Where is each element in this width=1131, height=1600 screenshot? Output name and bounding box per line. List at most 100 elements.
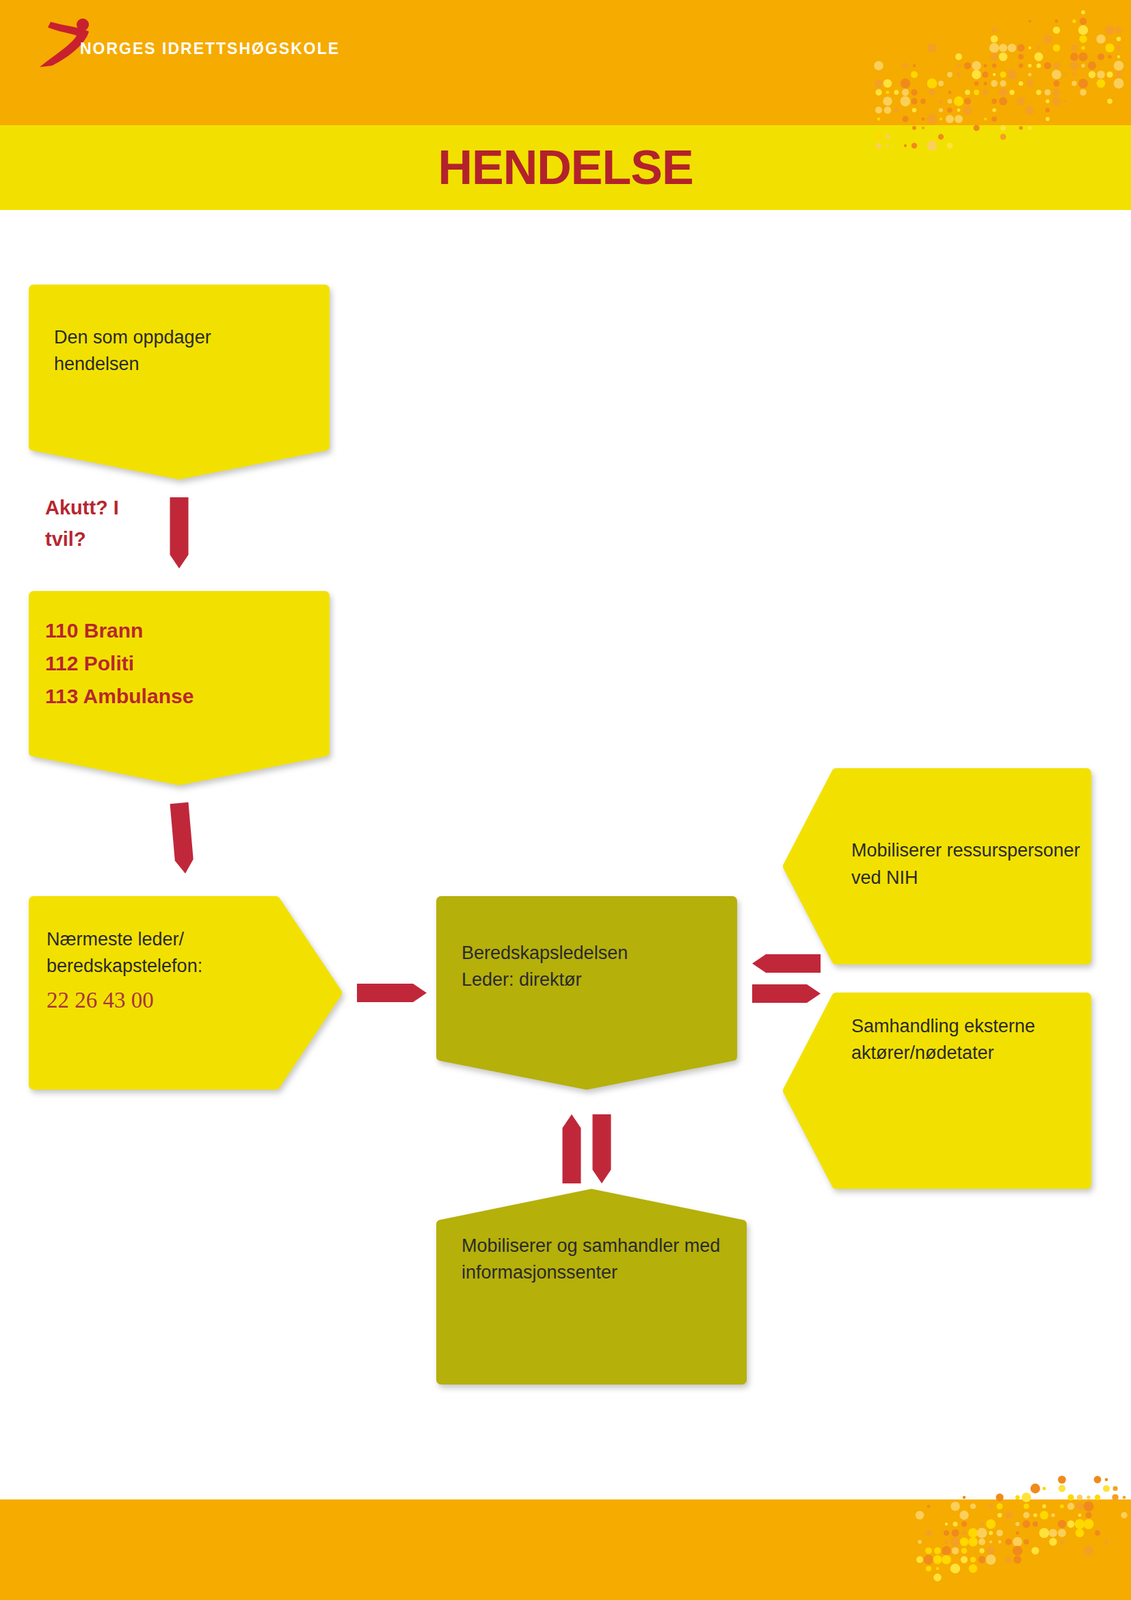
dot: [996, 1528, 1004, 1536]
dot: [1031, 1546, 1039, 1554]
dot: [1033, 1512, 1038, 1517]
dot: [990, 52, 998, 61]
dot: [1023, 1538, 1030, 1545]
dot: [1009, 89, 1015, 95]
dot: [885, 134, 890, 139]
dot: [948, 90, 952, 95]
box-shape: [441, 900, 733, 1085]
dot: [990, 35, 999, 44]
dot: [1027, 125, 1032, 130]
dot: [894, 108, 900, 113]
dot: [991, 116, 997, 122]
dot: [1063, 72, 1067, 76]
dot: [925, 1528, 932, 1536]
dot: [1078, 1513, 1082, 1517]
process-box: BeredskapsledelsenLeder: direktør: [436, 895, 738, 1090]
dot: [1113, 60, 1125, 72]
dot: [1081, 45, 1086, 50]
dot: [968, 1536, 978, 1547]
dot: [886, 144, 890, 148]
box-content: BeredskapsledelsenLeder: direktør: [436, 895, 738, 993]
dot: [927, 140, 938, 152]
dot: [936, 1566, 940, 1570]
dot: [954, 114, 963, 124]
dot: [875, 106, 883, 114]
dot: [1005, 1537, 1012, 1545]
dot: [1081, 10, 1086, 15]
dot: [1057, 1474, 1067, 1484]
dot: [1053, 80, 1060, 87]
dot: [938, 108, 943, 113]
dot: [998, 1539, 1002, 1544]
dot: [910, 71, 918, 78]
dot: [1115, 71, 1122, 78]
dot: [910, 97, 917, 104]
dot: [1111, 1493, 1119, 1501]
dot: [1048, 1537, 1057, 1545]
dot: [1044, 88, 1051, 96]
dot: [943, 1529, 950, 1536]
dot: [973, 124, 980, 131]
dot: [1105, 1477, 1109, 1482]
dot: [1007, 69, 1018, 81]
dot: [1083, 1545, 1095, 1556]
box-outline: [436, 1188, 747, 1385]
box-text: 22 26 43 00: [46, 983, 252, 1018]
dot: [1030, 1483, 1041, 1493]
box-text: 113 Ambulanse: [45, 679, 305, 713]
box-text: 112 Politi: [45, 646, 305, 680]
dot: [1045, 108, 1051, 113]
dot: [915, 1510, 925, 1520]
dot: [951, 1528, 959, 1536]
dot: [1075, 1528, 1085, 1538]
dot: [955, 53, 963, 61]
dot: [1048, 1528, 1058, 1537]
dot: [873, 60, 884, 71]
dot: [1022, 1519, 1030, 1527]
dot: [1055, 19, 1059, 24]
logo-head: [76, 18, 89, 31]
dot: [956, 72, 962, 78]
dot: [1059, 1503, 1064, 1508]
dot: [1070, 44, 1078, 52]
dot: [1032, 1520, 1039, 1527]
process-box: Mobiliserer og samhandler med informasjo…: [436, 1188, 747, 1385]
dot: [1053, 44, 1061, 52]
dot: [912, 125, 917, 130]
dot: [1070, 52, 1079, 61]
box-text: Samhandling eksterne aktører/nødetater: [851, 1012, 1077, 1067]
dot: [1113, 78, 1125, 89]
dot: [999, 71, 1006, 78]
dot: [1045, 99, 1050, 104]
process-box: Nærmeste leder/ beredskapstelefon:22 26 …: [28, 895, 342, 1090]
dot-pattern: [873, 10, 1124, 151]
dot: [1088, 71, 1096, 78]
dot: [968, 1527, 978, 1538]
arrow-connector: [752, 953, 821, 973]
dot: [1028, 19, 1032, 23]
dot: [1096, 79, 1106, 89]
box-shape: [33, 595, 325, 781]
dot: [1045, 116, 1050, 122]
dot: [1067, 1502, 1075, 1510]
dot: [983, 63, 987, 68]
dot: [1000, 134, 1007, 141]
dot: [1026, 80, 1034, 87]
dot: [1083, 1500, 1095, 1512]
box-content: Den som oppdager hendelsen: [28, 284, 330, 378]
dot: [977, 1527, 988, 1538]
dot: [1018, 63, 1024, 69]
dot: [901, 115, 909, 122]
dot: [927, 78, 938, 89]
process-box: Samhandling eksterne aktører/nødetater: [782, 992, 1092, 1189]
dot: [1079, 17, 1088, 26]
box-text: Beredskapsledelsen: [461, 939, 708, 967]
dot: [999, 80, 1006, 87]
dot: [903, 144, 907, 148]
dot: [884, 106, 892, 115]
dot: [950, 1500, 961, 1511]
box-outline: [28, 284, 330, 480]
dot: [1035, 89, 1041, 95]
dot: [970, 1556, 977, 1563]
dot: [953, 96, 964, 106]
